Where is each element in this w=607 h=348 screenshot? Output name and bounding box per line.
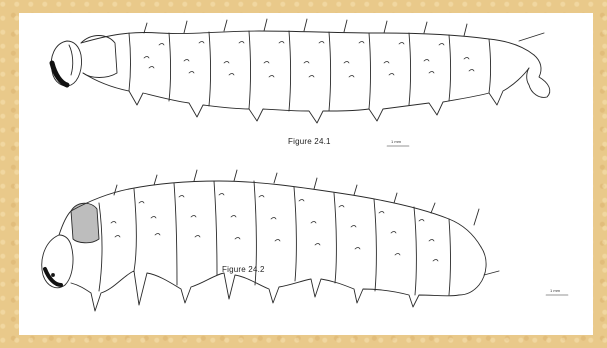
scale-label-1: 1 mm	[391, 139, 401, 144]
larva-illustrations	[41, 18, 569, 312]
figure-caption-1: Figure 24.1	[288, 137, 331, 146]
larva-drawing-1	[49, 18, 551, 124]
figure-plate: Figure 24.1 1 mm Figure 24.2 1 mm	[19, 13, 593, 335]
larva-drawing-2	[41, 169, 500, 312]
figure-caption-2: Figure 24.2	[222, 265, 265, 274]
scale-label-2: 1 mm	[550, 288, 560, 293]
